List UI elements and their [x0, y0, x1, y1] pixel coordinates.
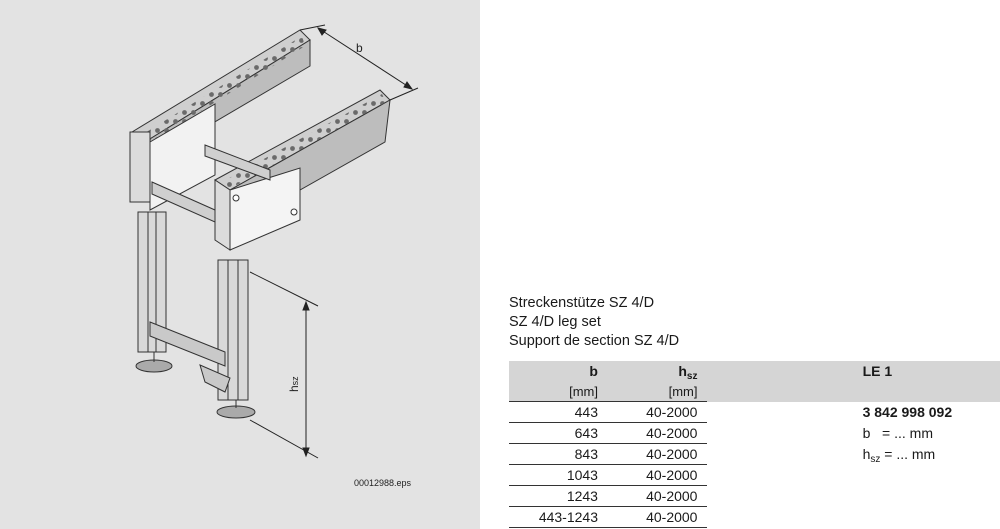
- note-b: b = ... mm: [862, 425, 933, 441]
- dimension-h-label: hsz: [287, 376, 301, 392]
- dimension-b-label: b: [356, 41, 363, 55]
- table-row: 1243 40-2000: [509, 485, 1000, 507]
- file-label: 00012988.eps: [354, 478, 412, 488]
- unit-b: [mm]: [509, 381, 602, 402]
- header-b: b: [509, 361, 602, 381]
- table-row: 1043 40-2000: [509, 464, 1000, 486]
- table-row: 443 40-2000 3 842 998 092: [509, 401, 1000, 423]
- header-h: hsz: [601, 361, 708, 382]
- title-english: SZ 4/D leg set: [509, 314, 601, 330]
- unit-row: [mm] [mm]: [509, 381, 1000, 402]
- table-row: 443-1243 40-2000: [509, 506, 1000, 528]
- left-leg: [135, 211, 173, 373]
- table-row: 643 40-2000 b = ... mm: [509, 422, 1000, 444]
- header-le: LE 1: [852, 361, 1000, 381]
- product-titles: Streckenstütze SZ 4/D SZ 4/D leg set Sup…: [509, 294, 679, 351]
- header-spacer: [707, 361, 853, 381]
- leg-frame: [149, 321, 231, 393]
- right-rail: [214, 89, 391, 251]
- title-german: Streckenstütze SZ 4/D: [509, 295, 655, 311]
- dimension-h: [249, 271, 319, 459]
- title-french: Support de section SZ 4/D: [509, 333, 680, 349]
- figure-panel: b hsz 00012988.eps: [0, 0, 480, 529]
- header-row: b hsz LE 1: [509, 361, 1000, 382]
- right-leg: [216, 259, 256, 419]
- left-rail: [129, 29, 311, 211]
- cross-beams: [151, 144, 271, 223]
- note-h: hsz = ... mm: [862, 446, 936, 465]
- specs-table: b hsz LE 1 [mm] [mm] 443 40-2000 3 842 9…: [509, 361, 1000, 528]
- part-number: 3 842 998 092: [862, 404, 953, 420]
- dimension-b: [299, 24, 419, 101]
- conveyor-leg-drawing: b hsz: [129, 24, 419, 459]
- unit-h: [mm]: [601, 381, 708, 402]
- table-row: 843 40-2000 hsz = ... mm: [509, 443, 1000, 465]
